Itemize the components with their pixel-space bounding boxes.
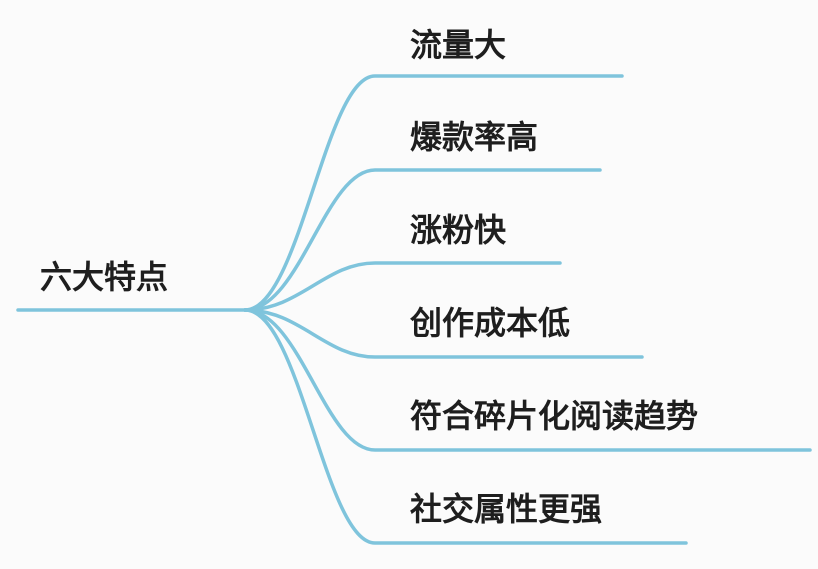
- branch-label-2: 爆款率高: [410, 118, 538, 156]
- branch-connector-6: [243, 308, 688, 545]
- branch-connector-2: [243, 168, 602, 312]
- branch-label-4: 创作成本低: [409, 304, 570, 342]
- root-node-label: 六大特点: [40, 258, 168, 296]
- branch-connector-3: [243, 261, 562, 312]
- branch-connector-4: [243, 308, 644, 359]
- branch-label-5: 符合碎片化阅读趋势: [410, 397, 698, 435]
- branch-connector-5: [243, 308, 812, 452]
- branch-label-6: 社交属性更强: [410, 490, 602, 528]
- branch-label-3: 涨粉快: [410, 211, 507, 249]
- branch-connector-1: [243, 74, 624, 312]
- branch-label-1: 流量大: [410, 26, 506, 64]
